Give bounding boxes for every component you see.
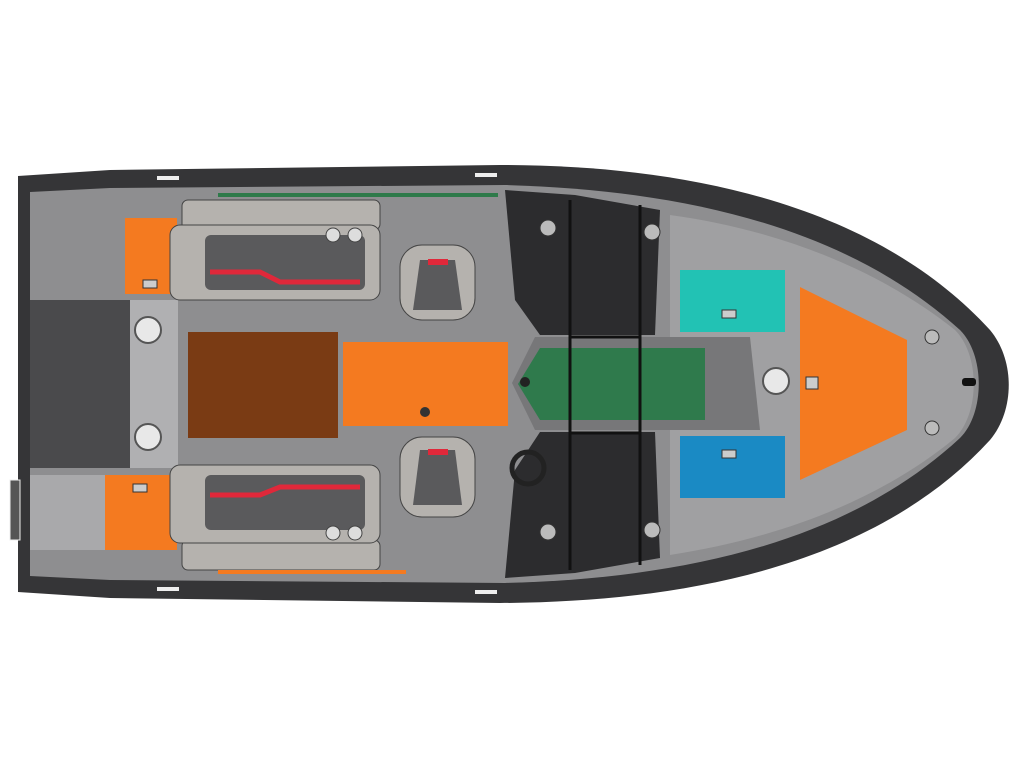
latch-icon [721,309,737,319]
floor-hatch-green [518,348,705,420]
captain-seat-bottom [399,436,476,518]
stern-box [30,475,105,550]
latch-icon [721,449,737,459]
cleat-icon [157,173,497,594]
captain-seat-top [399,244,476,321]
windshield-frame [568,200,642,570]
stripe-orange [218,570,406,574]
latch-icon [132,483,148,493]
rear-seat-bottom [169,464,381,571]
swim-ladder [9,479,21,541]
steering-wheel [509,449,547,487]
bow-hatch-teal [680,270,785,332]
rear-seat-top [169,199,381,301]
hatch-handle [420,407,430,417]
cup-holder [134,316,162,344]
bow-hatch-blue [680,436,785,498]
stripe-green [218,193,498,197]
console-top [505,190,660,335]
transom-well [30,300,130,468]
latch-icon [805,376,819,390]
floor-hatch-brown [188,332,338,438]
hatch-handle [520,377,530,387]
cup-holder [762,367,790,395]
bow-eye [962,378,976,386]
bow-hatch-orange [800,287,907,480]
cup-holder [539,219,940,541]
latch-icon [142,279,158,289]
cup-holder [134,423,162,451]
